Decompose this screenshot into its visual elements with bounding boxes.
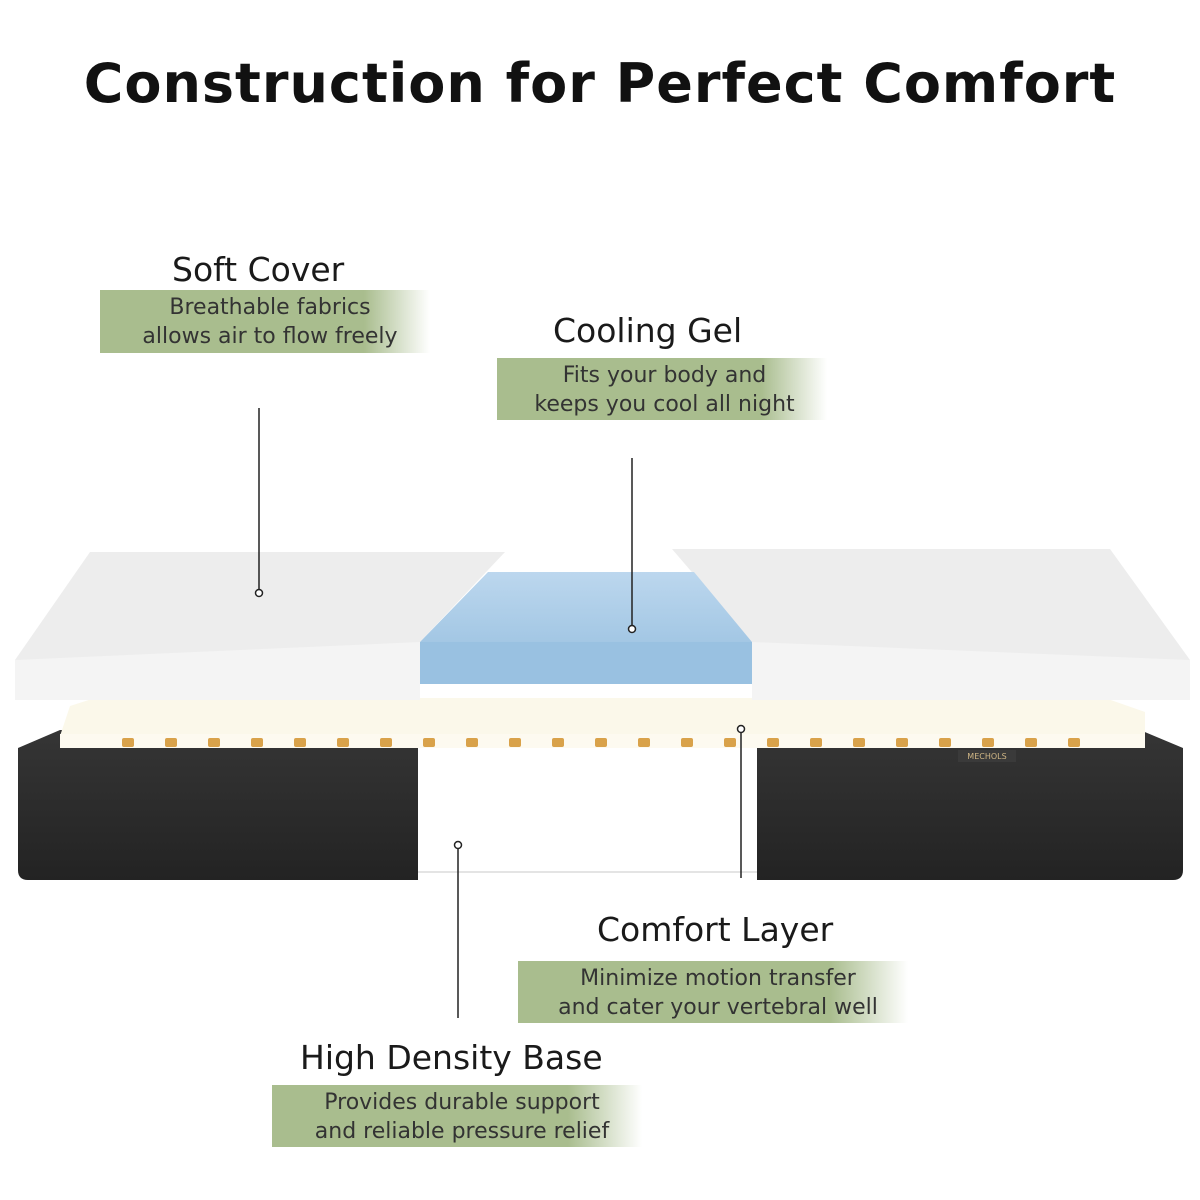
comfort-layer-desc-line1: Minimize motion transfer — [580, 966, 856, 991]
wave-dot — [337, 738, 349, 747]
high-density-base-desc-line1: Provides durable support — [324, 1090, 600, 1115]
high-density-base-label-bg — [272, 1085, 642, 1147]
soft-cover-desc: Breathable fabrics allows air to flow fr… — [100, 290, 440, 352]
brand-tag-text: MECHOLS — [967, 752, 1006, 761]
wave-dot — [122, 738, 134, 747]
cooling-gel-title: Cooling Gel — [553, 311, 743, 350]
wave-dot — [724, 738, 736, 747]
cooling-gel-label-bg — [497, 358, 827, 420]
comfort-layer-desc-line2: and cater your vertebral well — [558, 995, 878, 1020]
soft-cover-label-bg — [100, 290, 430, 353]
wave-dot — [423, 738, 435, 747]
brand-tag — [958, 750, 1016, 762]
wave-dot — [294, 738, 306, 747]
wave-dot — [1025, 738, 1037, 747]
wave-dot — [380, 738, 392, 747]
soft-cover-desc-line1: Breathable fabrics — [169, 295, 371, 320]
soft-cover-shape — [15, 549, 1190, 700]
comfort-wave-dots — [122, 738, 1080, 747]
wave-dot — [208, 738, 220, 747]
wave-dot — [982, 738, 994, 747]
leader-lines — [254, 408, 746, 1018]
wave-dot — [896, 738, 908, 747]
comfort-layer-shape — [60, 698, 1145, 748]
soft-cover-desc-line2: allows air to flow freely — [142, 324, 398, 349]
wave-dot — [1068, 738, 1080, 747]
comfort-layer-title: Comfort Layer — [597, 910, 834, 949]
page-title: Construction for Perfect Comfort — [83, 52, 1117, 115]
soft-cover-title: Soft Cover — [172, 250, 345, 289]
high-density-base-desc-line2: and reliable pressure relief — [314, 1119, 610, 1144]
cooling-gel-desc: Fits your body and keeps you cool all ni… — [497, 358, 832, 420]
wave-dot — [251, 738, 263, 747]
comfort-layer-desc: Minimize motion transfer and cater your … — [518, 961, 918, 1023]
cooling-gel-desc-line2: keeps you cool all night — [534, 392, 795, 417]
wave-dot — [638, 738, 650, 747]
high-density-base-title: High Density Base — [300, 1038, 603, 1077]
wave-dot — [595, 738, 607, 747]
high-density-base-marker — [453, 840, 463, 850]
comfort-layer-label-bg — [518, 961, 908, 1023]
wave-dot — [165, 738, 177, 747]
wave-dot — [810, 738, 822, 747]
cooling-gel-shape — [420, 572, 752, 684]
base-layer: MECHOLS — [18, 730, 1183, 880]
wave-dot — [466, 738, 478, 747]
wave-dot — [681, 738, 693, 747]
wave-dot — [853, 738, 865, 747]
comfort-layer-marker — [736, 724, 746, 734]
wave-dot — [767, 738, 779, 747]
wave-dot — [509, 738, 521, 747]
wave-dot — [552, 738, 564, 747]
cooling-gel-marker — [627, 624, 637, 634]
wave-dot — [939, 738, 951, 747]
high-density-base-desc: Provides durable support and reliable pr… — [272, 1085, 652, 1147]
cooling-gel-desc-line1: Fits your body and — [562, 363, 767, 388]
soft-cover-marker — [254, 588, 264, 598]
